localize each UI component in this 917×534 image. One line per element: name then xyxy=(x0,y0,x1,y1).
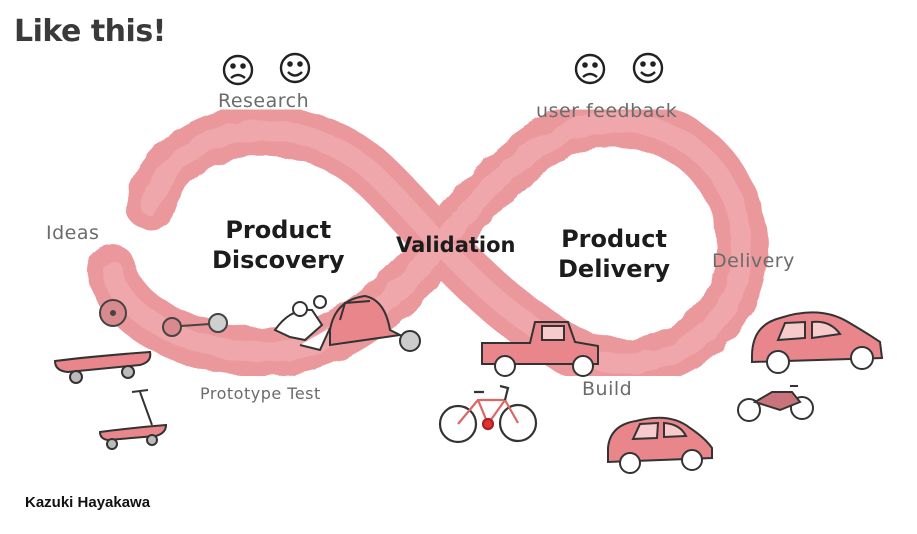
scooter-icon xyxy=(98,389,168,450)
motorcycle-icon xyxy=(737,385,814,422)
car-icon xyxy=(751,311,884,374)
label-product-delivery-line2: Delivery xyxy=(558,255,671,283)
wheel-axle-icon xyxy=(162,313,228,337)
label-prototype-test: Prototype Test xyxy=(200,384,321,403)
label-user-feedback: user feedback xyxy=(536,100,678,122)
label-build: Build xyxy=(582,378,633,400)
car-icon xyxy=(607,416,713,474)
happy-face-icon xyxy=(632,52,664,84)
single-wheel-icon xyxy=(99,299,127,327)
label-product-delivery: Product Delivery xyxy=(558,224,670,284)
label-ideas: Ideas xyxy=(46,222,100,244)
label-product-discovery: Product Discovery xyxy=(212,215,345,275)
pickup-truck-icon xyxy=(481,321,599,377)
bicycle-icon xyxy=(438,384,538,444)
skateboard-icon xyxy=(53,350,152,384)
author-credit: Kazuki Hayakawa xyxy=(25,494,151,511)
page-title: Like this! xyxy=(14,14,166,49)
sad-face-icon xyxy=(574,53,606,85)
label-product-delivery-line1: Product xyxy=(561,225,667,253)
label-validation: Validation xyxy=(396,233,516,257)
label-research: Research xyxy=(218,90,310,112)
label-delivery: Delivery xyxy=(712,250,795,272)
people-pushing-car-icon xyxy=(273,294,421,352)
sad-face-icon xyxy=(222,54,254,86)
happy-face-icon xyxy=(279,52,311,84)
label-product-discovery-line2: Discovery xyxy=(212,246,345,274)
label-product-discovery-line1: Product xyxy=(225,216,332,244)
